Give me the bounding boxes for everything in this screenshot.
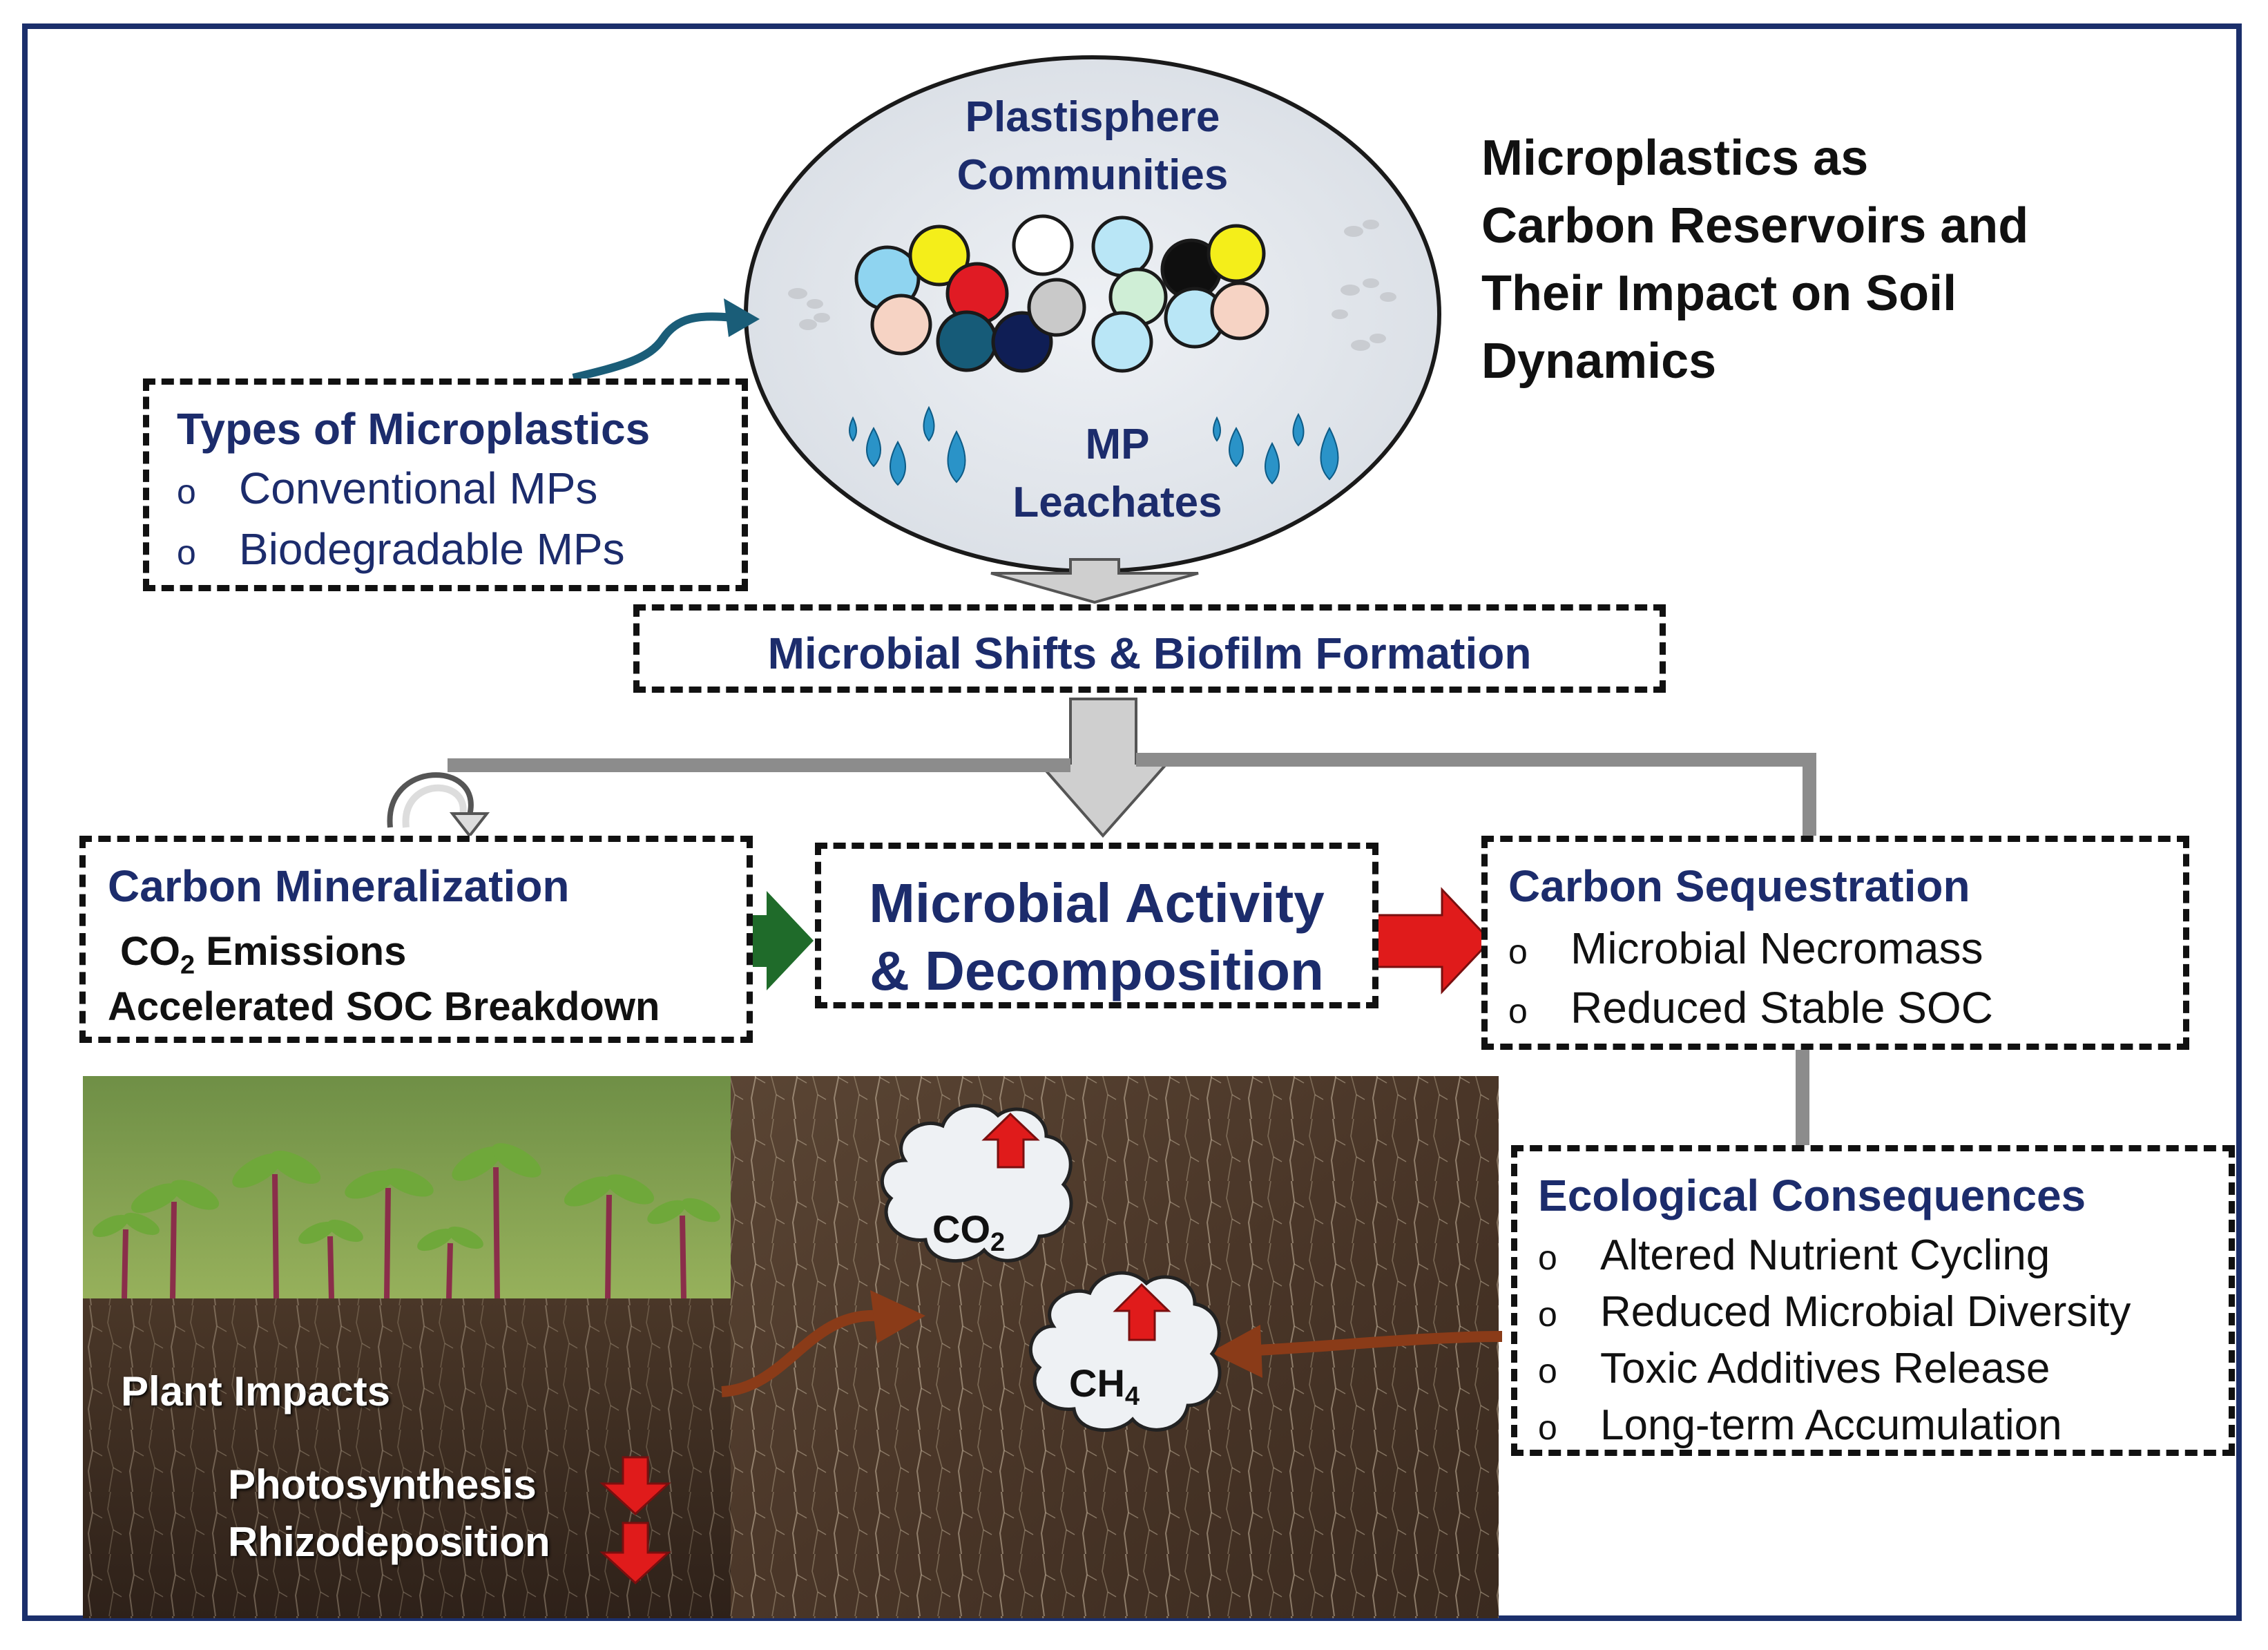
photosynthesis-decrease-arrow-icon — [599, 1456, 671, 1516]
microbial-shifts-label: Microbial Shifts & Biofilm Formation — [767, 629, 1532, 678]
mineralization-heading: Carbon Mineralization — [108, 861, 570, 911]
types-item-conventional: o Conventional MPs — [177, 466, 597, 510]
bullet-marker: o — [1538, 1238, 1557, 1277]
leachates-label-line-2: Leachates — [1012, 479, 1222, 526]
leachates-label-line-1: MP — [1085, 421, 1150, 468]
microbial-shifts-box: Microbial Shifts & Biofilm Formation — [633, 604, 1666, 693]
sequestration-item-stable-soc: o Reduced Stable SOC — [1508, 986, 1993, 1030]
ch4-cloud-icon — [1028, 1271, 1222, 1432]
plastisphere-heading-line-2: Communities — [957, 151, 1229, 199]
figure-title: Microplastics as Carbon Reservoirs and T… — [1481, 124, 2028, 395]
bullet-marker: o — [1508, 992, 1528, 1030]
connector-lines — [448, 753, 1816, 1147]
co2-suffix: Emissions — [195, 929, 407, 974]
ecological-item: o Altered Nutrient Cycling — [1538, 1234, 2050, 1277]
title-line-1: Microplastics as — [1481, 131, 1869, 186]
brown-arrow-left-icon — [721, 1290, 925, 1397]
bullet-marker: o — [1538, 1295, 1557, 1334]
leachate-droplets-right-icon — [1213, 412, 1339, 485]
ecological-item-label: Altered Nutrient Cycling — [1600, 1231, 2050, 1279]
title-line-3: Their Impact on Soil — [1481, 266, 1957, 321]
soc-breakdown-label: Accelerated SOC Breakdown — [108, 984, 660, 1029]
plastisphere-heading-line-1: Plastisphere — [965, 93, 1220, 141]
sequestration-heading: Carbon Sequestration — [1508, 861, 1970, 911]
microplastic-particles-icon — [788, 220, 1396, 351]
plastisphere-heading: Plastisphere Communities — [957, 88, 1229, 204]
ecological-item: o Long-term Accumulation — [1538, 1404, 2062, 1447]
down-arrow-oval-icon — [990, 558, 1199, 604]
ch4-cloud-base: CH — [1069, 1361, 1125, 1405]
leachate-droplets-left-icon — [849, 405, 966, 486]
sequestration-item-label: Microbial Necromass — [1570, 923, 1983, 973]
sequestration-item-label: Reduced Stable SOC — [1570, 983, 1993, 1033]
ecological-item: o Toxic Additives Release — [1538, 1347, 2050, 1390]
title-line-4: Dynamics — [1481, 334, 1717, 389]
microbial-activity-box: Microbial Activity & Decomposition — [815, 843, 1378, 1008]
ch4-cloud-label: CH4 — [1069, 1364, 1140, 1410]
co2-prefix: CO — [120, 929, 180, 974]
ecological-item-label: Long-term Accumulation — [1600, 1401, 2062, 1449]
bullet-marker: o — [177, 533, 196, 572]
co2-cloud-icon — [880, 1104, 1073, 1263]
ch4-cloud-sub: 4 — [1124, 1382, 1140, 1412]
ecological-item: o Reduced Microbial Diversity — [1538, 1291, 2131, 1334]
loop-arrow-icon — [387, 772, 490, 838]
co2-cloud-base: CO — [932, 1207, 990, 1251]
activity-line-2: & Decomposition — [869, 940, 1324, 1001]
co2-cloud-label: CO2 — [932, 1210, 1005, 1256]
ecological-item-label: Reduced Microbial Diversity — [1600, 1288, 2131, 1336]
sequestration-item-necromass: o Microbial Necromass — [1508, 926, 1983, 970]
types-of-microplastics-box: Types of Microplastics o Conventional MPs… — [143, 378, 748, 591]
bullet-marker: o — [1538, 1408, 1557, 1447]
types-item-label: Conventional MPs — [239, 463, 598, 513]
types-item-biodegradable: o Biodegradable MPs — [177, 527, 625, 571]
ecological-consequences-box: Ecological Consequences o Altered Nutrien… — [1511, 1145, 2235, 1456]
types-item-label: Biodegradable MPs — [239, 524, 625, 574]
rhizodeposition-label: Rhizodeposition — [228, 1519, 550, 1565]
carbon-mineralization-box: Carbon Mineralization CO2 Emissions Acce… — [79, 836, 753, 1043]
leachates-label: MP Leachates — [1012, 416, 1222, 532]
rhizodeposition-decrease-arrow-icon — [599, 1522, 671, 1585]
bullet-marker: o — [177, 472, 196, 511]
brown-arrow-right-icon — [1210, 1325, 1503, 1378]
title-line-2: Carbon Reservoirs and — [1481, 198, 2029, 253]
co2-emissions-label: CO2 Emissions — [120, 932, 406, 979]
microbial-activity-label: Microbial Activity & Decomposition — [821, 870, 1372, 1005]
photosynthesis-label: Photosynthesis — [228, 1461, 537, 1508]
bullet-marker: o — [1508, 932, 1528, 971]
co2-subscript: 2 — [180, 950, 195, 980]
curved-arrow-icon — [572, 298, 760, 382]
ecological-heading: Ecological Consequences — [1538, 1171, 2086, 1220]
red-right-arrow-icon — [1375, 887, 1492, 995]
carbon-sequestration-box: Carbon Sequestration o Microbial Necromas… — [1481, 836, 2189, 1050]
bullet-marker: o — [1538, 1352, 1557, 1390]
microbe-cluster — [854, 214, 1269, 373]
types-heading: Types of Microplastics — [177, 404, 651, 454]
activity-line-1: Microbial Activity — [869, 872, 1325, 934]
ecological-item-label: Toxic Additives Release — [1600, 1345, 2050, 1392]
plant-impacts-heading: Plant Impacts — [121, 1368, 391, 1414]
co2-cloud-sub: 2 — [990, 1228, 1006, 1258]
